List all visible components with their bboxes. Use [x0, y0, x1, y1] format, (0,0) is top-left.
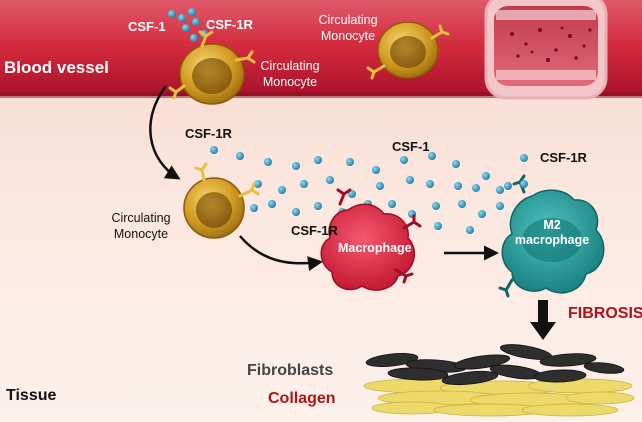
- monocyte-vessel-1: [168, 30, 256, 105]
- csf1r-label-m2: CSF-1R: [540, 150, 587, 165]
- circulating-monocyte-label-1-line1: Circulating: [260, 59, 320, 73]
- m2-macrophage-label-line1: M2: [543, 218, 561, 232]
- csf1-label-tissue: CSF-1: [392, 139, 430, 154]
- tissue-label: Tissue: [6, 387, 57, 404]
- circulating-monocyte-label-2-line2: Monocyte: [320, 29, 376, 43]
- fibroblast-cells: [365, 344, 625, 386]
- circulating-monocyte-label-tissue-line1: Circulating: [111, 211, 171, 225]
- vessel-tube-icon: [484, 0, 608, 100]
- csf1-label-vessel: CSF-1: [128, 19, 166, 34]
- monocyte-vessel-2: [366, 21, 450, 80]
- circulating-monocyte-label-tissue: Circulating Monocyte: [96, 210, 186, 242]
- circulating-monocyte-label-1: Circulating Monocyte: [250, 58, 330, 90]
- extravasation-arrow: [149, 85, 181, 180]
- monocyte-tissue: [183, 162, 260, 239]
- macrophage-label: Macrophage: [338, 241, 412, 255]
- csf1-gradient-dots: [210, 146, 528, 234]
- fibrosis-label: FIBROSIS: [568, 305, 642, 322]
- collagen-label: Collagen: [268, 390, 336, 407]
- circulating-monocyte-label-2: Circulating Monocyte: [308, 12, 388, 44]
- collagen-band: [363, 378, 635, 417]
- blood-vessel-label: Blood vessel: [4, 58, 109, 77]
- circulating-monocyte-label-tissue-line2: Monocyte: [113, 227, 169, 241]
- macrophage-cell: [320, 188, 422, 291]
- blood-vessel-edge: [0, 92, 642, 98]
- circulating-monocyte-label-2-line1: Circulating: [318, 13, 378, 27]
- m2-macrophage-cell: [498, 174, 605, 298]
- m2-macrophage-label-line2: macrophage: [514, 233, 590, 247]
- fibroblasts-label: Fibroblasts: [247, 362, 334, 379]
- differentiation-arrow: [239, 235, 323, 272]
- csf1r-label-vessel: CSF-1R: [206, 17, 253, 32]
- csf1r-label-middle: CSF-1R: [185, 126, 232, 141]
- m2-macrophage-label: M2 macrophage: [512, 218, 592, 248]
- fibrosis-arrow: [530, 300, 556, 340]
- circulating-monocyte-label-1-line2: Monocyte: [262, 75, 318, 89]
- csf1r-label-macrophage: CSF-1R: [291, 223, 338, 238]
